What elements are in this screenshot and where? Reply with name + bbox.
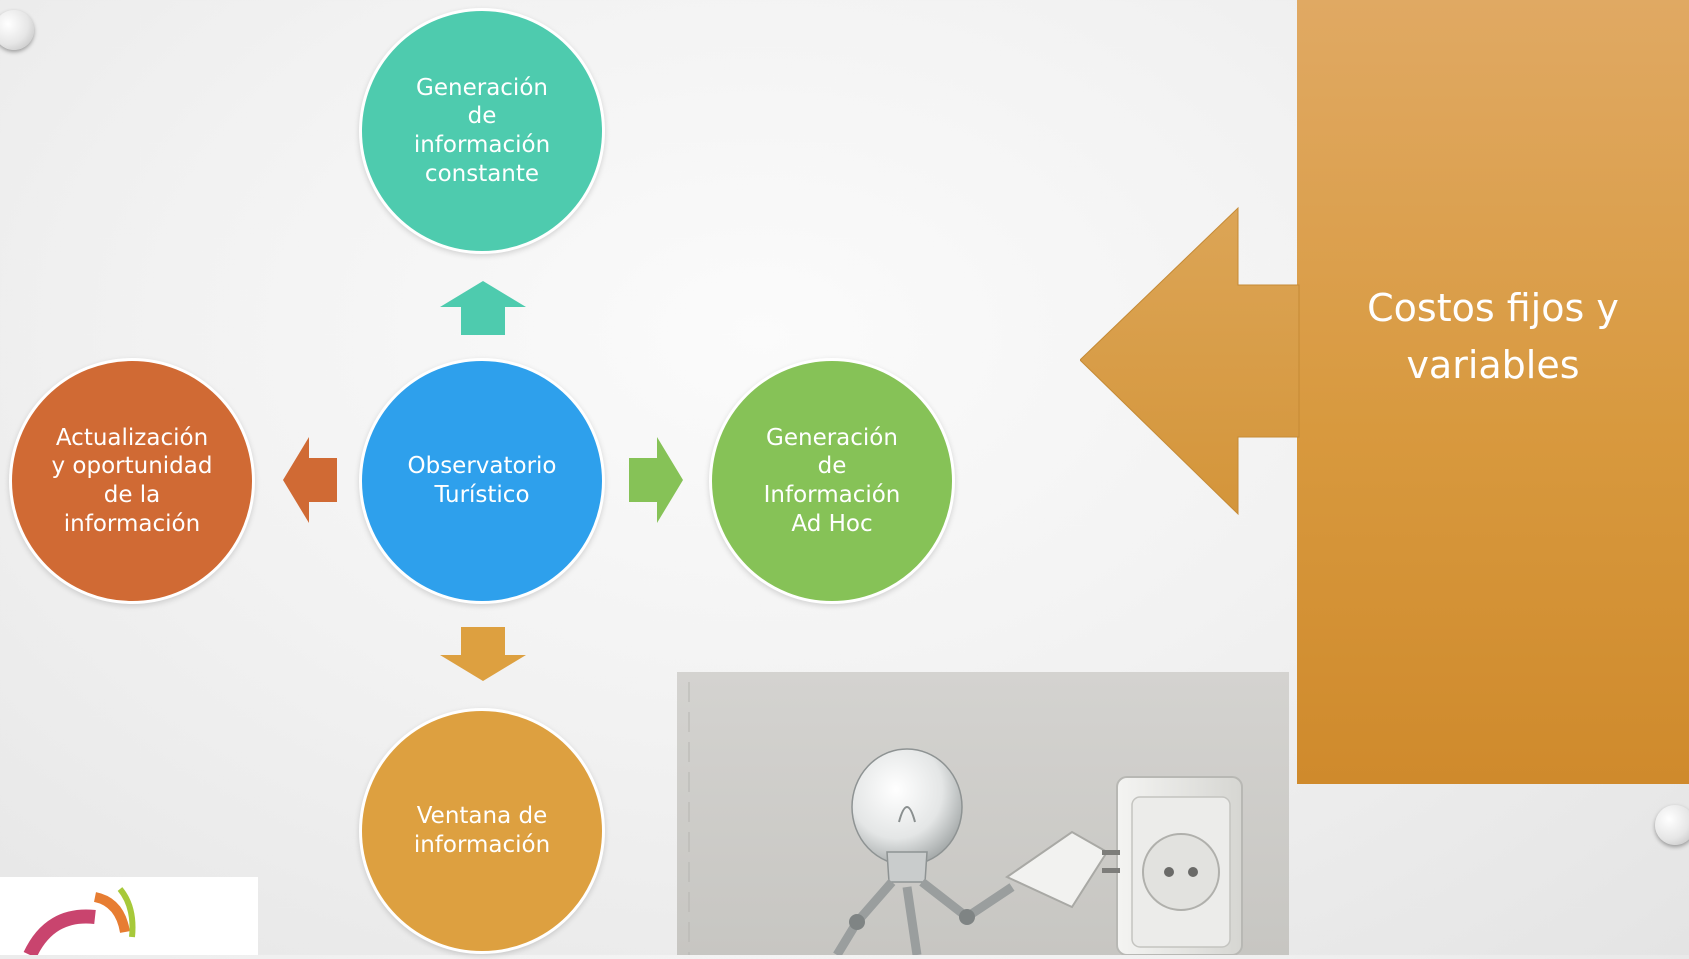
node-right: Generación de Información Ad Hoc	[709, 358, 955, 604]
node-center: Observatorio Turístico	[359, 358, 605, 604]
costs-callout-label: Costos fijos y variables	[1367, 286, 1619, 387]
node-top-label: Generación de información constante	[413, 74, 551, 187]
node-center-label: Observatorio Turístico	[407, 453, 557, 508]
arrow-up	[440, 281, 526, 335]
node-top: Generación de información constante	[359, 8, 605, 254]
lightbulb-robot-illustration	[688, 682, 1243, 955]
organization-logo	[23, 887, 136, 959]
arrow-right	[629, 437, 683, 523]
corner-decoration-bottom-right	[1655, 805, 1689, 845]
arrow-down	[440, 627, 526, 681]
costs-callout-panel	[1297, 0, 1689, 784]
node-bottom-label: Ventana de información	[413, 803, 551, 858]
node-bottom: Ventana de información	[359, 708, 605, 954]
corner-decoration-top-left	[0, 10, 34, 50]
arrow-left	[283, 437, 337, 523]
logo-box	[0, 877, 258, 959]
node-left-label: Actualización y oportunidad de la inform…	[51, 424, 213, 537]
node-left: Actualización y oportunidad de la inform…	[9, 358, 255, 604]
callout-arrow-left	[1080, 206, 1300, 516]
node-right-label: Generación de Información Ad Hoc	[763, 424, 901, 537]
lightbulb-robot-photo	[677, 672, 1289, 955]
